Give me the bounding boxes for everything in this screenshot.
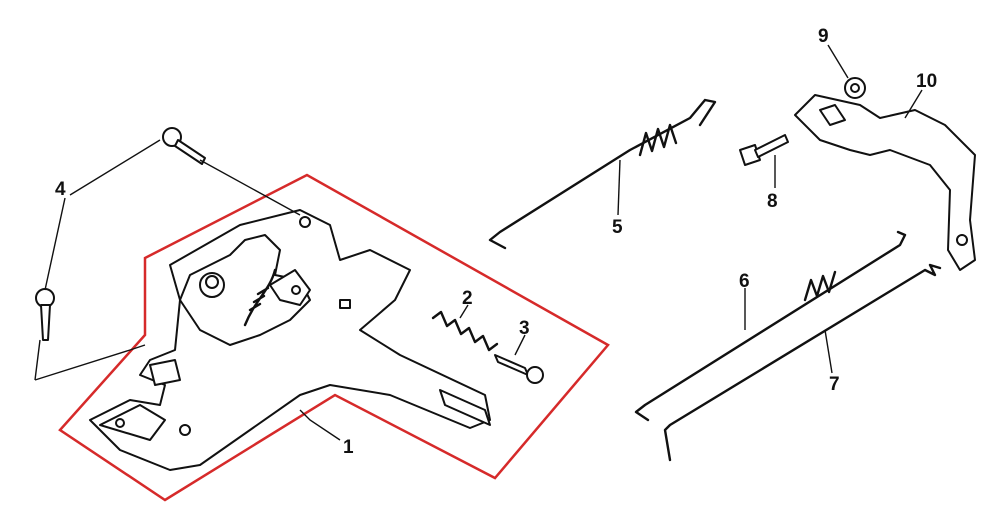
callout-8: 8 — [767, 191, 778, 212]
spring-part-2 — [431, 310, 499, 352]
screw-part-3 — [494, 354, 544, 384]
rod-part-6 — [634, 230, 907, 422]
callout-2: 2 — [462, 288, 473, 309]
bracket-part-10 — [794, 94, 976, 271]
rod-part-7 — [663, 263, 942, 462]
callout-5: 5 — [612, 217, 623, 238]
leader-lines — [34, 44, 923, 441]
callout-7: 7 — [829, 374, 840, 395]
bolt-part-8 — [739, 134, 789, 166]
callout-9: 9 — [818, 26, 829, 47]
callout-1: 1 — [343, 437, 354, 458]
nut-part-9 — [844, 77, 866, 99]
rod-part-5 — [488, 98, 717, 250]
callout-4: 4 — [55, 179, 66, 200]
assembly-highlight-outline — [58, 173, 610, 502]
callout-6: 6 — [739, 271, 750, 292]
control-plate-assembly — [89, 209, 491, 471]
bolts-part-4 — [35, 127, 206, 341]
callout-10: 10 — [916, 71, 937, 92]
callout-3: 3 — [519, 318, 530, 339]
